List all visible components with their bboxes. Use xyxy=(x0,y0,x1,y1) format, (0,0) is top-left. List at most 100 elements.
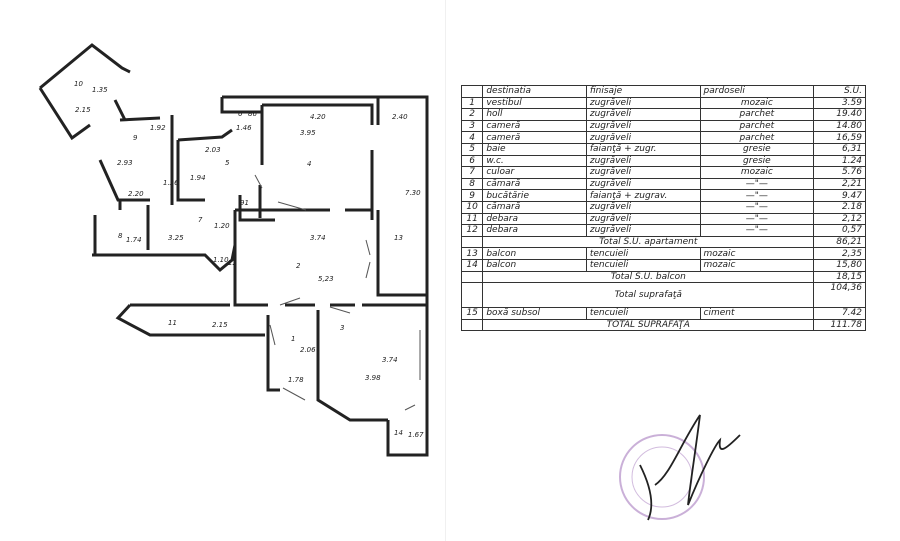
dim-label: 3.74 xyxy=(382,356,398,364)
cell-name: vestibul xyxy=(482,96,587,110)
room-label-13: 13 xyxy=(394,234,403,242)
cell-area: 0,57 xyxy=(813,224,866,237)
cell-finish: zugrăveli xyxy=(585,154,701,168)
dim-label: 1.36 xyxy=(163,179,179,187)
cell-area: 15,80 xyxy=(813,258,866,272)
dim-label: 2.03 xyxy=(205,146,221,154)
stamp-seal xyxy=(619,434,705,520)
dim-label: 1.67 xyxy=(408,431,424,439)
cell-name: bucătărie xyxy=(482,189,587,202)
dim-label: 4.20 xyxy=(310,113,326,121)
room-label-11: 11 xyxy=(168,319,177,327)
dim-label: 1.78 xyxy=(288,376,304,384)
dim-label: 91 xyxy=(240,199,249,207)
dim-label: 1.94 xyxy=(190,174,206,182)
cell-name: cămară xyxy=(482,177,587,191)
dim-label: 2.06 xyxy=(300,346,316,354)
cell-no: 14 xyxy=(460,258,484,272)
cell-name: cameră xyxy=(482,131,587,144)
outer-wall xyxy=(222,95,429,457)
dim-label: 1.10 xyxy=(213,256,229,264)
cell-no: 4 xyxy=(460,131,484,144)
dim-label: 3.95 xyxy=(300,129,316,137)
signature-stamp xyxy=(619,414,741,521)
cell-finish: tencuieli xyxy=(585,247,701,260)
dim-label: 86 xyxy=(248,110,257,118)
room-label-10: 10 xyxy=(74,80,83,88)
dim-label: 1.35 xyxy=(92,86,108,94)
cell-name: balcon xyxy=(482,247,587,260)
cell-no: 10 xyxy=(460,200,484,214)
dim-label: 1.46 xyxy=(236,124,252,132)
total-balcony-row: Total S.U. balcon 18,15 xyxy=(460,270,866,284)
dim-label: 2.15 xyxy=(75,106,91,114)
cell-finish: faianţă + zugr. xyxy=(585,142,701,156)
cell-name: debara xyxy=(482,224,587,237)
dim-label: 3.98 xyxy=(365,374,381,382)
total-apartment-row: Total S.U. apartament 86,21 xyxy=(460,235,866,249)
cell-finish: tencuieli xyxy=(585,258,701,272)
cell-finish: zugrăveli xyxy=(585,177,701,191)
cell-floor: —"— xyxy=(699,189,815,202)
wall-room-10 xyxy=(39,43,131,90)
room-label-4: 4 xyxy=(307,160,311,168)
wall xyxy=(220,97,262,114)
cell-floor: mozaic xyxy=(699,166,815,179)
cell-name: baie xyxy=(482,142,587,156)
cell-finish: zugrăveli xyxy=(585,96,701,110)
table-row: 15 boxă subsol tencuieli ciment 7.42 xyxy=(460,307,866,320)
cell-name: cămară xyxy=(482,200,587,214)
room-label-14: 14 xyxy=(394,429,403,437)
page-edge xyxy=(445,0,446,541)
cell-finish: zugrăveli xyxy=(585,119,701,133)
cell-floor: —"— xyxy=(699,212,815,226)
room-label-9: 9 xyxy=(133,134,138,142)
grand-total-row: TOTAL SUPRAFAŢA 111.78 xyxy=(460,318,866,332)
cell-floor: gresie xyxy=(699,154,815,168)
room-label-6: 6 xyxy=(238,110,243,118)
cell-name: culoar xyxy=(482,166,587,179)
table-header: destinatia finisaje pardoseli S.U. xyxy=(460,85,866,98)
cell-finish: zugrăveli xyxy=(585,224,701,237)
cell-no: 9 xyxy=(460,189,484,202)
dim-label: 2.15 xyxy=(212,321,228,329)
cell-no: 7 xyxy=(460,166,484,179)
cell-no: 6 xyxy=(460,154,484,168)
cell-area: 16,59 xyxy=(813,131,866,144)
cell-floor: —"— xyxy=(699,224,815,237)
cell-name: debara xyxy=(482,212,587,226)
cell-finish: zugrăveli xyxy=(585,166,701,179)
cell-floor: mozaic xyxy=(699,258,815,272)
room-label-5: 5 xyxy=(225,159,230,167)
cell-area: 14.80 xyxy=(813,119,866,133)
dim-label: 7.30 xyxy=(405,189,421,197)
cell-no: 13 xyxy=(460,247,484,260)
dim-label: 5,23 xyxy=(318,275,334,283)
room-label-3: 3 xyxy=(340,324,344,332)
cell-area: 5.76 xyxy=(813,166,866,179)
cell-no: 1 xyxy=(460,96,484,110)
cell-area: 3.59 xyxy=(813,96,866,110)
plan-walls xyxy=(38,43,429,457)
cell-finish: zugrăveli xyxy=(585,108,701,121)
dim-label: 1.20 xyxy=(214,222,230,230)
total-surface-row: Total suprafaţă 104,36 xyxy=(460,282,866,309)
cell-area: 19.40 xyxy=(813,108,866,121)
cell-area: 2,35 xyxy=(813,247,866,260)
cell-no: 2 xyxy=(460,108,484,121)
room-label-2: 2 xyxy=(296,262,301,270)
cell-floor: parchet xyxy=(699,108,815,121)
room-label-8: 8 xyxy=(118,232,123,240)
cell-no: 11 xyxy=(460,212,484,226)
room-label-7: 7 xyxy=(198,216,203,224)
cell-no: 8 xyxy=(460,177,484,191)
cell-floor: parchet xyxy=(699,131,815,144)
cell-name: cameră xyxy=(482,119,587,133)
